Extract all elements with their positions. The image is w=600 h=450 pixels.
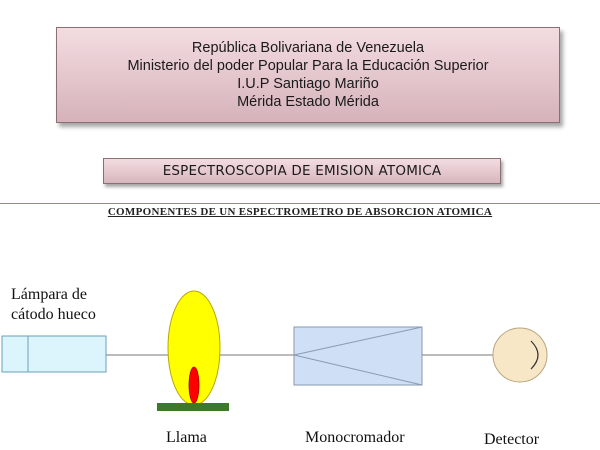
burner-base [157, 403, 229, 411]
label-monochromator: Monocromador [305, 429, 405, 446]
label-lamp-line-2: cátodo hueco [11, 306, 96, 323]
divider-line [0, 203, 600, 204]
header-line-location: Mérida Estado Mérida [237, 94, 379, 110]
label-flame: Llama [166, 429, 207, 446]
diagram-subtitle: COMPONENTES DE UN ESPECTROMETRO DE ABSOR… [107, 206, 493, 218]
header-line-institute: I.U.P Santiago Mariño [237, 76, 379, 92]
slide-title-text: ESPECTROSCOPIA DE EMISION ATOMICA [162, 163, 442, 179]
label-lamp: Lámpara de cátodo hueco [11, 285, 121, 325]
header-line-ministry: Ministerio del poder Popular Para la Edu… [127, 58, 489, 74]
monochromator [293, 326, 423, 386]
header-box: República Bolivariana de Venezuela Minis… [56, 27, 560, 123]
flame [167, 290, 221, 406]
detector [492, 327, 548, 383]
header-line-country: República Bolivariana de Venezuela [191, 40, 425, 56]
hollow-cathode-lamp [1, 335, 107, 373]
slide-title: ESPECTROSCOPIA DE EMISION ATOMICA [103, 158, 501, 184]
label-lamp-line-1: Lámpara de [11, 286, 87, 303]
label-detector: Detector [484, 431, 540, 448]
